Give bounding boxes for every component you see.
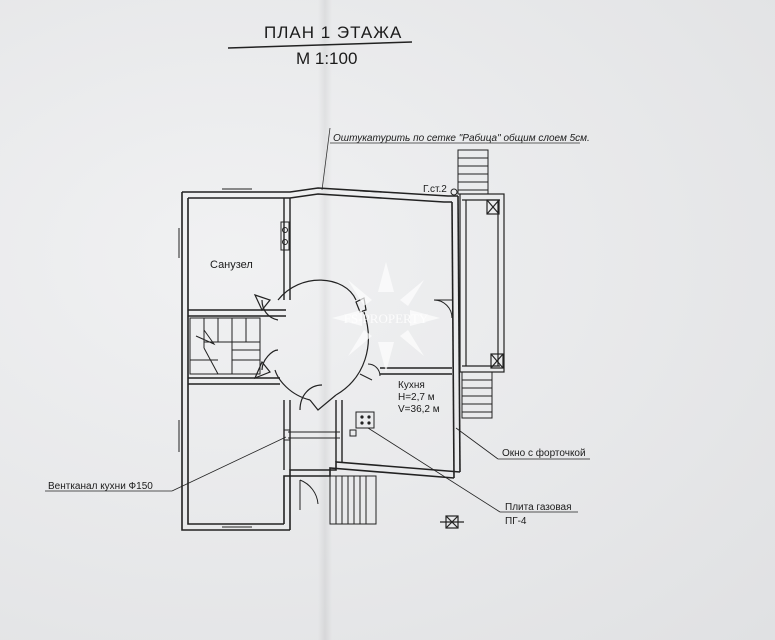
gas-stand-marker bbox=[450, 188, 458, 196]
title-underline bbox=[227, 41, 413, 49]
bathroom-fixture bbox=[280, 221, 290, 251]
plaster-note: Оштукатурить по сетке "Рабица" общим сло… bbox=[333, 132, 590, 144]
watermark-text: FS-PROPERTY bbox=[344, 311, 429, 326]
plan-marker bbox=[440, 515, 464, 529]
plaster-note-leader bbox=[321, 127, 331, 191]
room-label-bathroom: Санузел bbox=[210, 259, 253, 271]
kitchen-volume: V=36,2 м bbox=[398, 404, 440, 415]
window-note-leader bbox=[455, 427, 499, 460]
stove-leader bbox=[367, 427, 501, 513]
veranda bbox=[459, 193, 505, 373]
vent-box bbox=[349, 429, 357, 437]
bottom-entrance-stairs bbox=[299, 475, 377, 525]
veranda-stairs bbox=[461, 371, 493, 419]
fixture-circle bbox=[282, 227, 288, 233]
vent-channel-label: Вентканал кухни Ф150 bbox=[48, 481, 153, 492]
window-note-label: Окно с форточкой bbox=[502, 447, 586, 459]
inner-staircase bbox=[189, 317, 261, 375]
interior-walls bbox=[188, 198, 452, 470]
vent-channel-line bbox=[283, 429, 340, 441]
window-marks bbox=[178, 188, 401, 528]
kitchen-height: H=2,7 м bbox=[398, 392, 435, 403]
exterior-walls bbox=[181, 187, 461, 531]
plan-scale: М 1:100 bbox=[296, 49, 357, 68]
watermark: FS-PROPERTY bbox=[332, 262, 440, 372]
fixture-circle bbox=[282, 239, 288, 245]
paper-fold bbox=[318, 0, 332, 640]
room-label-kitchen: Кухня bbox=[398, 380, 425, 391]
stove-code: ПГ-4 bbox=[505, 516, 527, 527]
vent-leader bbox=[171, 436, 287, 492]
gas-stove bbox=[355, 411, 375, 429]
central-hall bbox=[253, 279, 369, 411]
gas-stand-label: Г.ст.2 bbox=[423, 184, 447, 195]
stove-label: Плита газовая bbox=[505, 502, 572, 513]
plan-title: ПЛАН 1 ЭТАЖА bbox=[264, 23, 402, 42]
side-door bbox=[359, 299, 453, 381]
top-entrance-stairs bbox=[457, 149, 489, 195]
